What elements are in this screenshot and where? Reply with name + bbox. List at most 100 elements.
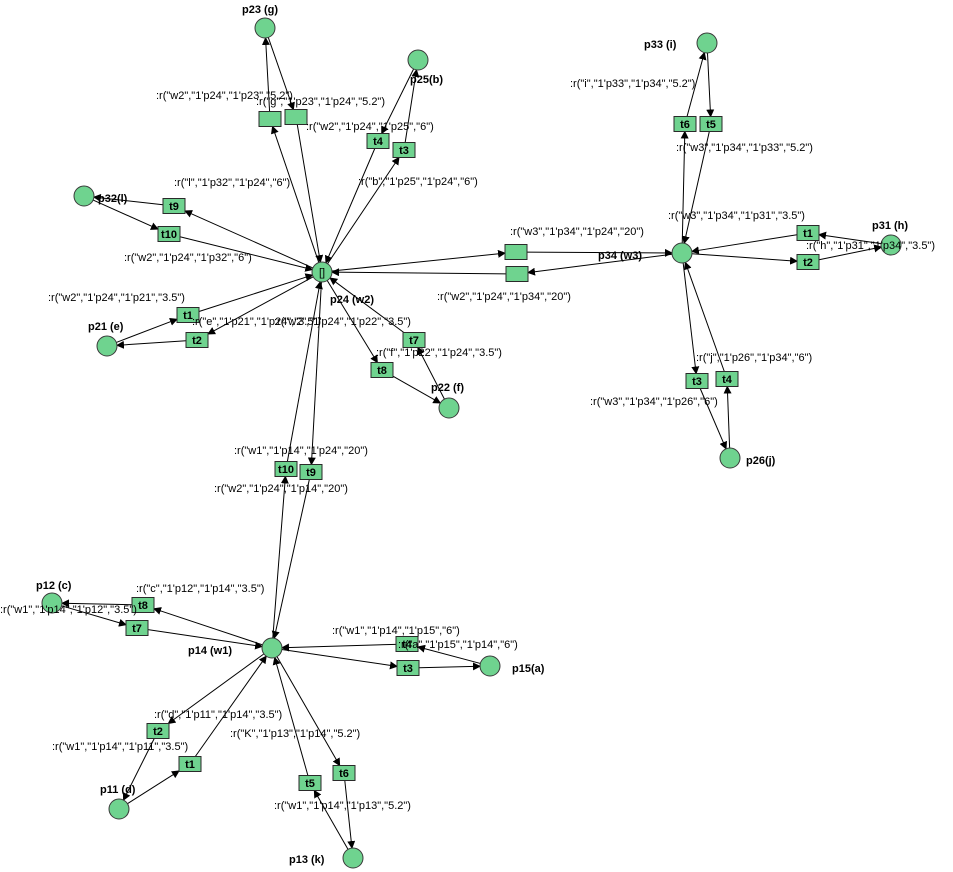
arc-inscription: :r("f","1'p22","1'p24","3.5") — [376, 347, 502, 359]
arc-p21-to-w2t1 — [116, 317, 178, 343]
transition-box[interactable] — [504, 244, 528, 260]
transition-g2[interactable] — [284, 109, 308, 125]
place-p32[interactable] — [73, 185, 95, 207]
place-p25[interactable] — [407, 49, 429, 71]
transition-w3t3[interactable]: t3 — [685, 373, 709, 389]
transition-w1t6[interactable]: t6 — [332, 765, 356, 781]
transition-box[interactable] — [178, 756, 202, 772]
place-circle[interactable] — [407, 49, 429, 71]
transition-w2t2[interactable]: t2 — [185, 332, 209, 348]
transition-box[interactable] — [395, 636, 419, 652]
transition-box[interactable] — [402, 332, 426, 348]
arc-p24-to-w2t8 — [326, 280, 378, 364]
transition-w1t5[interactable]: t5 — [298, 775, 322, 791]
place-p21[interactable] — [96, 335, 118, 357]
transition-box[interactable] — [370, 362, 394, 378]
transition-box[interactable] — [715, 371, 739, 387]
transition-box[interactable] — [366, 133, 390, 149]
place-circle[interactable] — [671, 242, 693, 264]
transition-g1[interactable] — [258, 111, 282, 127]
transition-w1t1[interactable]: t1 — [178, 756, 202, 772]
arc-inscription: :r("K","1'p13","1'p14","5.2") — [230, 728, 360, 740]
transition-w1t3[interactable]: t3 — [396, 660, 420, 676]
place-p24[interactable]: [] — [311, 261, 333, 283]
arc-w2t9-to-p32 — [92, 193, 164, 206]
place-p31[interactable] — [880, 234, 902, 256]
transition-box[interactable] — [146, 723, 170, 739]
place-circle[interactable] — [342, 847, 364, 869]
place-p13[interactable] — [342, 847, 364, 869]
place-p14[interactable] — [261, 637, 283, 659]
transition-w1t7[interactable]: t7 — [125, 620, 149, 636]
transition-box[interactable] — [162, 198, 186, 214]
place-circle[interactable] — [261, 637, 283, 659]
transition-w2t9[interactable]: t9 — [162, 198, 186, 214]
place-circle[interactable] — [96, 335, 118, 357]
transition-label: t3 — [403, 663, 413, 675]
transition-w3t2[interactable]: t2 — [796, 254, 820, 270]
transition-box[interactable] — [125, 620, 149, 636]
transition-box[interactable] — [157, 226, 181, 242]
place-p23[interactable] — [254, 17, 276, 39]
transition-box[interactable] — [396, 660, 420, 676]
transition-w2t1[interactable]: t1 — [176, 307, 200, 323]
transition-box[interactable] — [685, 373, 709, 389]
place-circle[interactable] — [108, 798, 130, 820]
transition-w2t7[interactable]: t7 — [402, 332, 426, 348]
transition-box[interactable] — [258, 111, 282, 127]
place-circle[interactable] — [254, 17, 276, 39]
transition-box[interactable] — [673, 116, 697, 132]
transition-w1t8[interactable]: t8 — [131, 597, 155, 613]
transition-label: t4 — [402, 639, 413, 651]
arc-w2t10-to-p24 — [179, 236, 314, 272]
arc-w1t4-to-p14 — [280, 643, 397, 652]
transition-w2t10[interactable]: t10 — [157, 226, 181, 242]
place-p12[interactable] — [41, 592, 63, 614]
transition-box[interactable] — [505, 266, 529, 282]
place-p26[interactable] — [719, 447, 741, 469]
place-circle[interactable] — [73, 185, 95, 207]
transition-box[interactable] — [392, 142, 416, 158]
arc-inscription: :r("w2","1'p24","1'p21","3.5") — [48, 292, 185, 304]
transition-x1[interactable] — [504, 244, 528, 260]
transition-box[interactable] — [176, 307, 200, 323]
transition-w3t6[interactable]: t6 — [673, 116, 697, 132]
transition-w1t2[interactable]: t2 — [146, 723, 170, 739]
transition-w3t1[interactable]: t1 — [796, 225, 820, 241]
transition-w2t8[interactable]: t8 — [370, 362, 394, 378]
transition-w2t4[interactable]: t4 — [366, 133, 390, 149]
transition-x2[interactable] — [505, 266, 529, 282]
transition-w3t4[interactable]: t4 — [715, 371, 739, 387]
transition-c10[interactable]: t10 — [274, 461, 298, 477]
place-circle[interactable] — [880, 234, 902, 256]
transition-w2t3[interactable]: t3 — [392, 142, 416, 158]
place-circle[interactable] — [719, 447, 741, 469]
place-p15[interactable] — [479, 655, 501, 677]
place-circle[interactable] — [438, 397, 460, 419]
place-label-p12: p12 (c) — [36, 580, 72, 592]
transition-w1t4[interactable]: t4 — [395, 636, 419, 652]
place-circle[interactable] — [696, 32, 718, 54]
place-p34[interactable] — [671, 242, 693, 264]
place-p33[interactable] — [696, 32, 718, 54]
transition-box[interactable] — [274, 461, 298, 477]
transition-box[interactable] — [796, 254, 820, 270]
transition-box[interactable] — [298, 775, 322, 791]
place-p22[interactable] — [438, 397, 460, 419]
place-circle[interactable] — [41, 592, 63, 614]
transition-c9[interactable]: t9 — [299, 464, 323, 480]
transition-box[interactable] — [185, 332, 209, 348]
transition-box[interactable] — [699, 116, 723, 132]
place-p11[interactable] — [108, 798, 130, 820]
transition-w3t5[interactable]: t5 — [699, 116, 723, 132]
place-label-p26: p26(j) — [746, 455, 776, 467]
place-circle[interactable] — [479, 655, 501, 677]
place-circle[interactable] — [311, 261, 333, 283]
transition-box[interactable] — [284, 109, 308, 125]
transition-box[interactable] — [332, 765, 356, 781]
transition-box[interactable] — [131, 597, 155, 613]
arc-w3t2-to-p31 — [818, 244, 883, 261]
transition-box[interactable] — [796, 225, 820, 241]
place-label-p11: p11 (d) — [100, 784, 136, 796]
transition-box[interactable] — [299, 464, 323, 480]
